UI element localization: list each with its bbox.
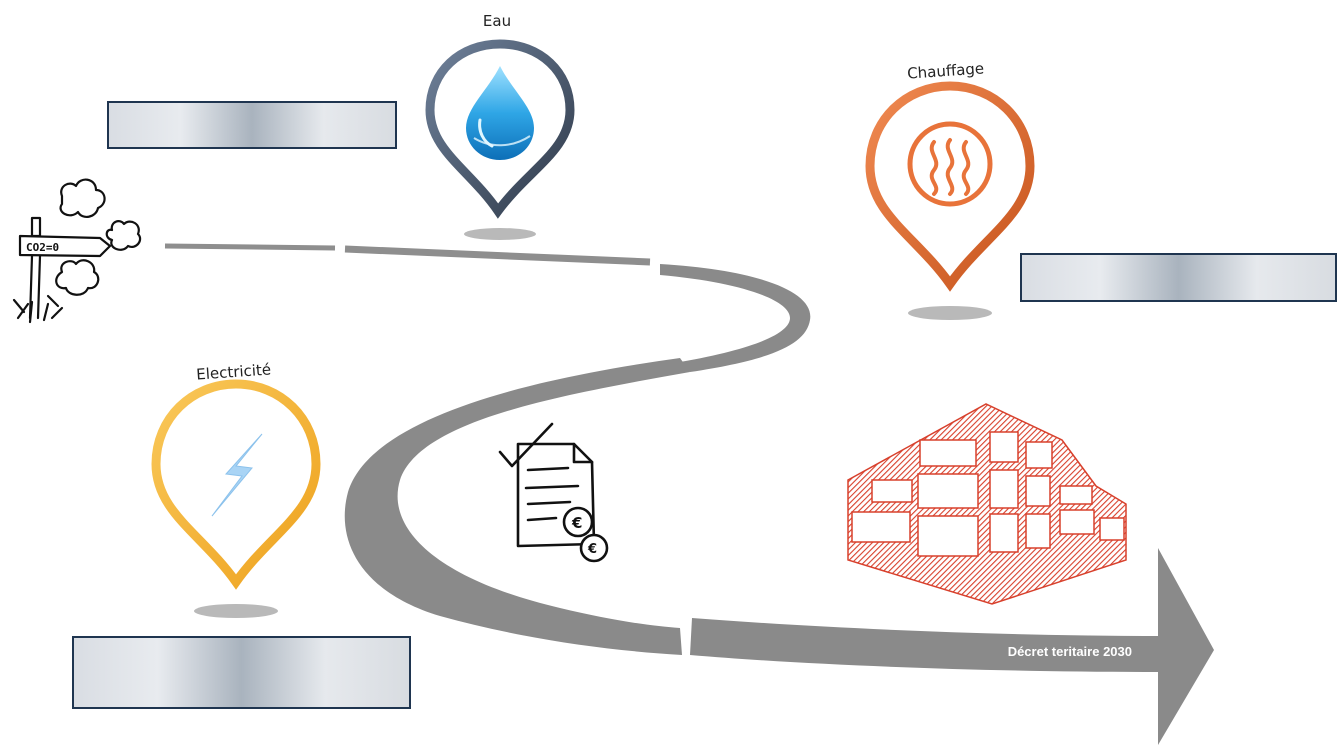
electricite-pin-ring <box>151 379 321 590</box>
red-building-icon <box>847 403 1127 605</box>
signpost-clouds-icon <box>12 178 142 324</box>
invoice-euro-icon: € € <box>498 422 609 563</box>
road-segment <box>344 245 651 266</box>
road-segment <box>660 264 811 372</box>
pin-shadow <box>464 228 536 240</box>
electricite-pin: Electricité <box>151 360 321 618</box>
chauffage-pin: Chauffage <box>865 59 1035 320</box>
eau-pin-ring <box>425 39 575 219</box>
heating-waves-icon <box>907 121 993 207</box>
chauffage-label: Chauffage <box>907 59 985 82</box>
water-drop-icon <box>466 66 534 160</box>
lightning-bolt-icon <box>211 433 263 517</box>
road-label: Décret teritaire 2030 <box>1008 644 1132 659</box>
signpost-text: CO2=0 <box>26 241 59 254</box>
label-box-top-right <box>1020 253 1337 302</box>
eau-label: Eau <box>483 12 511 30</box>
label-box-top-left <box>107 101 397 149</box>
road: Décret teritaire 2030 <box>164 243 1214 745</box>
eau-pin: Eau <box>425 12 575 240</box>
pin-shadow <box>908 306 992 320</box>
road-segment <box>344 358 690 655</box>
electricite-label: Electricité <box>196 360 272 383</box>
pin-shadow <box>194 604 278 618</box>
svg-text:€: € <box>571 514 582 532</box>
svg-text:€: € <box>587 542 597 557</box>
road-segment <box>164 243 336 251</box>
chauffage-pin-ring <box>865 81 1035 292</box>
road-arrow <box>690 548 1214 745</box>
label-box-bottom-left <box>72 636 411 709</box>
